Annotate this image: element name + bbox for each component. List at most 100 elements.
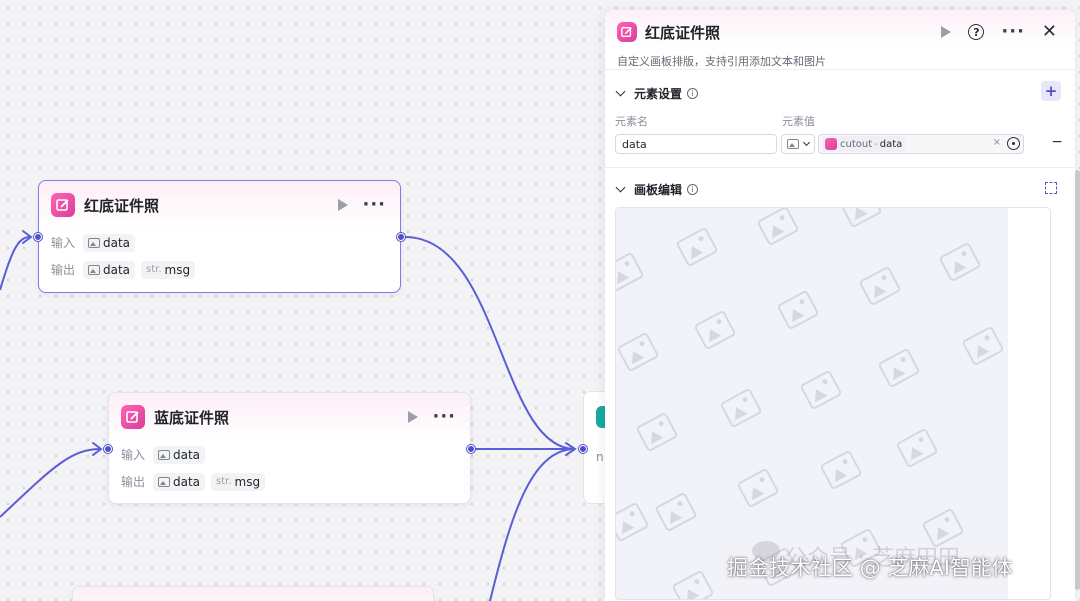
var-name: data [173,474,201,489]
output-port[interactable] [467,445,475,453]
image-placeholder-icon [961,325,1005,367]
input-label: 输入 [51,236,76,250]
var-name: data [103,235,131,250]
section-title: 元素设置 [634,86,683,101]
canvas-editor[interactable] [615,207,1051,600]
remove-element-button[interactable]: − [1051,134,1063,150]
panel-header: 红底证件照 自定义画板排版，支持引用添加文本和图片 ? ··· ✕ [605,10,1075,70]
input-row: 输入 data [39,229,400,256]
panel-description: 自定义画板排版，支持引用添加文本和图片 [617,55,826,68]
image-placeholder-icon [693,309,737,351]
var-name: msg [234,474,261,489]
image-placeholder-icon [938,241,982,283]
output-label: 输出 [121,475,146,489]
section-title: 画板编辑 [634,182,683,197]
panel-scrollbar[interactable] [1075,170,1080,590]
image-icon [158,449,170,460]
more-icon[interactable]: ··· [362,194,386,215]
output-row: 输出 data str.msg [39,256,400,283]
input-port[interactable] [34,233,42,241]
wire-bottom-to-target [489,448,576,601]
arrow-red-in [22,230,33,244]
canvas-board[interactable] [616,208,1008,599]
element-row: data cutout - data × − [605,134,1075,154]
input-var-tag: data [83,233,136,252]
image-placeholder-icon [654,491,698,533]
info-icon[interactable]: i [687,87,699,99]
play-icon[interactable] [338,199,349,211]
canvas-edit-icon [51,193,75,217]
output-label: 输出 [51,263,76,277]
watermark-ghost: 公众号 · 芝麻田田 [785,546,960,571]
image-icon [88,264,100,275]
input-row: 输入 data [109,441,470,468]
arrow-blue-in [92,442,103,456]
node-header: 蓝底证件照 ··· [109,393,470,441]
element-name-input[interactable]: data [615,134,777,154]
wire-left-to-blue [0,448,101,518]
chevron-down-icon[interactable] [615,182,626,192]
input-label: 输入 [121,448,146,462]
image-placeholder-icon [895,427,939,469]
image-icon [88,237,100,248]
run-icon[interactable] [941,26,952,38]
output-var-tag: str.msg [141,260,196,279]
output-var-tag: data [153,472,206,491]
image-placeholder-icon [819,449,863,491]
ref-key: data [879,138,903,150]
clear-icon[interactable]: × [992,137,1001,148]
more-icon[interactable]: ··· [432,406,456,427]
element-value-reference[interactable]: cutout - data × [818,134,1024,154]
chevron-down-icon[interactable] [615,86,626,96]
element-settings-header[interactable]: 元素设置 i + [605,81,1075,104]
value-type-select[interactable] [781,134,815,154]
field-labels: 元素名 元素值 [605,113,1075,129]
output-var-tag: data [83,260,136,279]
node-icon [825,138,837,150]
watermark-logo [752,541,780,561]
image-placeholder-icon [616,501,650,543]
canvas-edit-icon [617,22,637,42]
node-header: 红底证件照 ··· [39,181,400,229]
element-name-label: 元素名 [615,115,648,128]
more-icon[interactable]: ··· [1001,21,1025,42]
string-type-icon: str. [146,264,162,275]
node-partial-bottom[interactable] [72,586,434,601]
node-blue-id-photo[interactable]: 蓝底证件照 ··· 输入 data 输出 data str.msg [104,392,475,504]
input-var-tag: data [153,445,206,464]
reference-chip: cutout - data [822,136,906,152]
node-config-panel: 红底证件照 自定义画板排版，支持引用添加文本和图片 ? ··· ✕ 元素设置 i… [605,10,1075,601]
var-name: msg [164,262,191,277]
panel-title: 红底证件照 [645,23,721,42]
input-port[interactable] [104,445,112,453]
output-var-tag: str.msg [211,472,266,491]
node-port-label: n [596,450,604,464]
input-port[interactable] [579,445,587,453]
var-name: data [103,262,131,277]
add-element-button[interactable]: + [1041,81,1061,101]
play-icon[interactable] [408,411,419,423]
image-icon [158,476,170,487]
watermark-text: 掘金技术社区 @ 芝麻AI智能体 [727,556,1013,580]
image-icon [787,139,800,149]
close-icon[interactable]: ✕ [1041,21,1057,42]
info-icon[interactable]: i [687,183,699,195]
fullscreen-icon[interactable] [1045,182,1057,194]
canvas-edit-header[interactable]: 画板编辑 i [605,178,1075,200]
string-type-icon: str. [216,476,232,487]
image-placeholder-icon [719,387,763,429]
reference-picker-icon[interactable] [1007,137,1020,150]
element-value-label: 元素值 [782,115,815,128]
node-title: 蓝底证件照 [154,408,230,427]
chevron-down-icon [802,138,810,147]
output-row: 输出 data str.msg [109,468,470,495]
image-placeholder-icon [616,331,660,373]
image-placeholder-icon [616,251,645,293]
output-port[interactable] [397,233,405,241]
wire-left-to-red [0,236,31,291]
help-icon[interactable]: ? [968,24,985,40]
image-placeholder-icon [675,226,719,268]
ref-separator: - [874,138,878,150]
image-placeholder-icon [877,347,921,389]
node-red-id-photo[interactable]: 红底证件照 ··· 输入 data 输出 data str.msg [34,180,405,293]
